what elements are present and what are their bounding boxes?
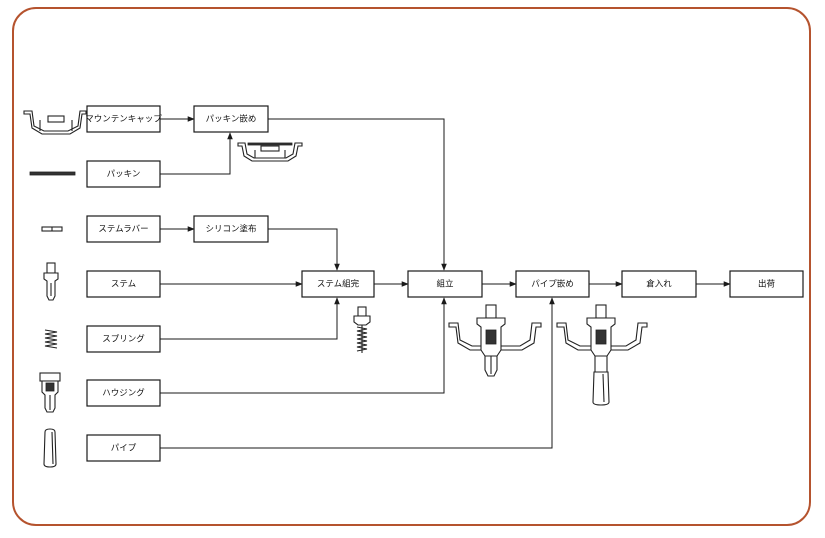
unit-with-pipe-icon: [556, 304, 648, 406]
node-housing-label: ハウジング: [102, 388, 145, 399]
edge-silicone-coat-to-stem-assembly: [268, 228, 340, 271]
edge-pipe-to-pipe-fit: [160, 297, 555, 449]
pipe-icon: [43, 428, 57, 468]
node-spring: スプリング: [86, 325, 161, 353]
node-stem-assembly-label: ステム組完: [317, 279, 360, 290]
node-warehousing-label: 倉入れ: [646, 279, 672, 290]
node-pipe: パイプ: [86, 434, 161, 462]
edge-housing-to-assembly: [160, 297, 447, 394]
edges: [160, 116, 731, 449]
node-pipe-fit: パイプ嵌め: [515, 270, 590, 298]
node-silicone-coat: シリコン塗布: [193, 215, 269, 243]
node-silicone-coat-label: シリコン塗布: [205, 224, 256, 235]
node-assembly: 組立: [407, 270, 483, 298]
node-stem: ステム: [86, 270, 161, 298]
stem-with-spring-icon: [353, 306, 371, 353]
node-pipe-label: パイプ: [111, 444, 137, 454]
node-assembly-label: 組立: [436, 279, 454, 290]
node-mountain-cap-label: マウンテンキャップ: [85, 115, 162, 125]
capped-packing-icon: [237, 142, 303, 162]
edge-packing-to-packing-fit: [160, 132, 233, 175]
diagram-frame: [12, 7, 811, 526]
node-housing: ハウジング: [86, 379, 161, 407]
node-stem-rubber: ステムラバー: [86, 215, 161, 243]
spring-icon: [44, 329, 58, 349]
housing-icon: [39, 372, 61, 413]
node-warehousing: 倉入れ: [621, 270, 697, 298]
node-packing-label: パッキン: [107, 170, 141, 180]
node-shipping: 出荷: [729, 270, 804, 298]
node-stem-assembly: ステム組完: [301, 270, 375, 298]
node-stem-rubber-label: ステムラバー: [98, 225, 148, 235]
node-stem-label: ステム: [111, 280, 136, 290]
mountain-cap-icon: [23, 110, 87, 135]
edge-spring-to-stem-assembly: [160, 297, 340, 340]
stem-icon: [43, 262, 59, 301]
assembled-unit-icon: [448, 304, 542, 377]
node-packing: パッキン: [86, 160, 161, 188]
packing-strip-icon: [29, 171, 76, 176]
node-packing-fit: パッキン嵌め: [193, 105, 269, 133]
node-spring-label: スプリング: [102, 334, 145, 345]
node-packing-fit-label: パッキン嵌め: [206, 115, 257, 125]
node-shipping-label: 出荷: [758, 279, 776, 290]
edge-packing-fit-to-assembly: [268, 118, 447, 271]
node-pipe-fit-label: パイプ嵌め: [531, 280, 574, 290]
stem-rubber-icon: [41, 226, 63, 232]
node-mountain-cap: マウンテンキャップ: [85, 105, 162, 133]
